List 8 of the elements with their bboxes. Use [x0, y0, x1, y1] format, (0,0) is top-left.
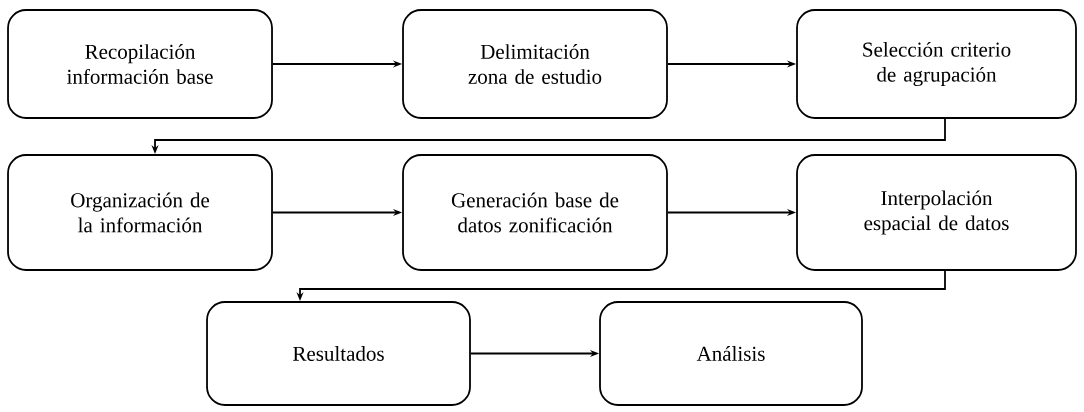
process-box: Recopilación información base — [7, 9, 273, 119]
process-box: Interpolación espacial de datos — [796, 154, 1077, 271]
process-box: Selección criterio de agrupación — [796, 9, 1077, 119]
process-box: Generación base de datos zonificación — [402, 154, 668, 271]
process-box: Resultados — [206, 301, 471, 406]
process-box: Delimitación zona de estudio — [402, 9, 668, 119]
process-box: Organización de la información — [7, 154, 273, 271]
process-box: Análisis — [599, 301, 863, 406]
